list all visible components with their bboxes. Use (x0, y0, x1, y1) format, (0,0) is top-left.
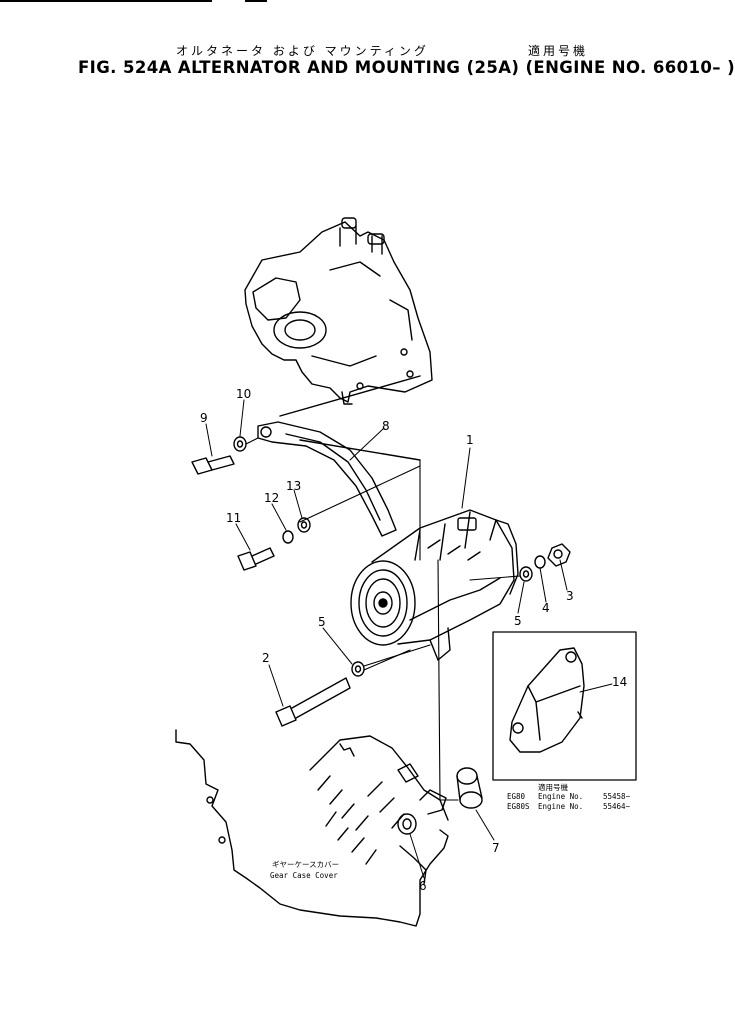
adjusting-bracket (257, 375, 421, 537)
inset-row-1-model: EG80 (507, 792, 526, 801)
cover-14 (509, 647, 585, 753)
washer-5-right (519, 566, 533, 582)
bolt-2 (275, 677, 351, 727)
header-rule-right (245, 0, 267, 2)
figure-title: FIG. 524A ALTERNATOR AND MOUNTING (25A) … (78, 58, 735, 77)
gear-case-label-en: Gear Case Cover (270, 871, 338, 880)
callout-9: 9 (200, 411, 208, 425)
washer-5-left (351, 661, 365, 677)
nut-3 (547, 543, 571, 567)
callout-4: 4 (542, 601, 550, 615)
japanese-applicable-label: 適用号機 (528, 44, 589, 58)
callout-10: 10 (236, 387, 251, 401)
assembly-lines (245, 437, 521, 801)
callout-6: 6 (419, 879, 427, 893)
washer-13 (297, 517, 311, 533)
leader-lines (205, 399, 613, 879)
gear-case-cover (175, 729, 449, 927)
bolt-11 (237, 547, 275, 571)
water-pump-housing (244, 217, 433, 405)
callout-2: 2 (262, 651, 270, 665)
alternator-body (350, 509, 519, 661)
header-rule-left (0, 0, 212, 2)
callout-5-left: 5 (318, 615, 326, 629)
callout-5-right: 5 (514, 614, 522, 628)
inset-row-1-label: Engine No. (538, 792, 583, 801)
inset-row-1-value: 55458~ (603, 792, 631, 801)
lock-washer-4 (534, 555, 546, 569)
inset-row-2-label: Engine No. (538, 802, 583, 811)
inset-row-2-value: 55464~ (603, 802, 631, 811)
inset-heading: 適用号機 (538, 782, 568, 792)
callout-13: 13 (286, 479, 301, 493)
callout-8: 8 (382, 419, 390, 433)
japanese-title: オルタネータ および マウンティング (176, 44, 429, 58)
callout-14: 14 (612, 675, 627, 689)
callout-3: 3 (566, 589, 574, 603)
callout-11: 11 (226, 511, 241, 525)
bolt-9 (191, 455, 235, 475)
callout-numbers: 1 2 3 4 5 5 6 7 8 9 10 11 12 13 14 (200, 387, 627, 893)
inset-panel (492, 631, 637, 781)
callout-12: 12 (264, 491, 279, 505)
exploded-parts-diagram: 1 2 3 4 5 5 6 7 8 9 10 11 12 13 14 ギヤーケー… (175, 217, 637, 927)
inset-row-2-model: EG80S (507, 802, 530, 811)
washer-12 (282, 530, 294, 544)
gear-case-label-jp: ギヤーケースカバー (272, 860, 339, 869)
washer-10 (233, 436, 247, 452)
spacer-7 (456, 767, 483, 809)
small-labels: ギヤーケースカバー Gear Case Cover 適用号機 EG80 Engi… (270, 782, 631, 880)
callout-1: 1 (466, 433, 474, 447)
callout-7: 7 (492, 841, 500, 855)
